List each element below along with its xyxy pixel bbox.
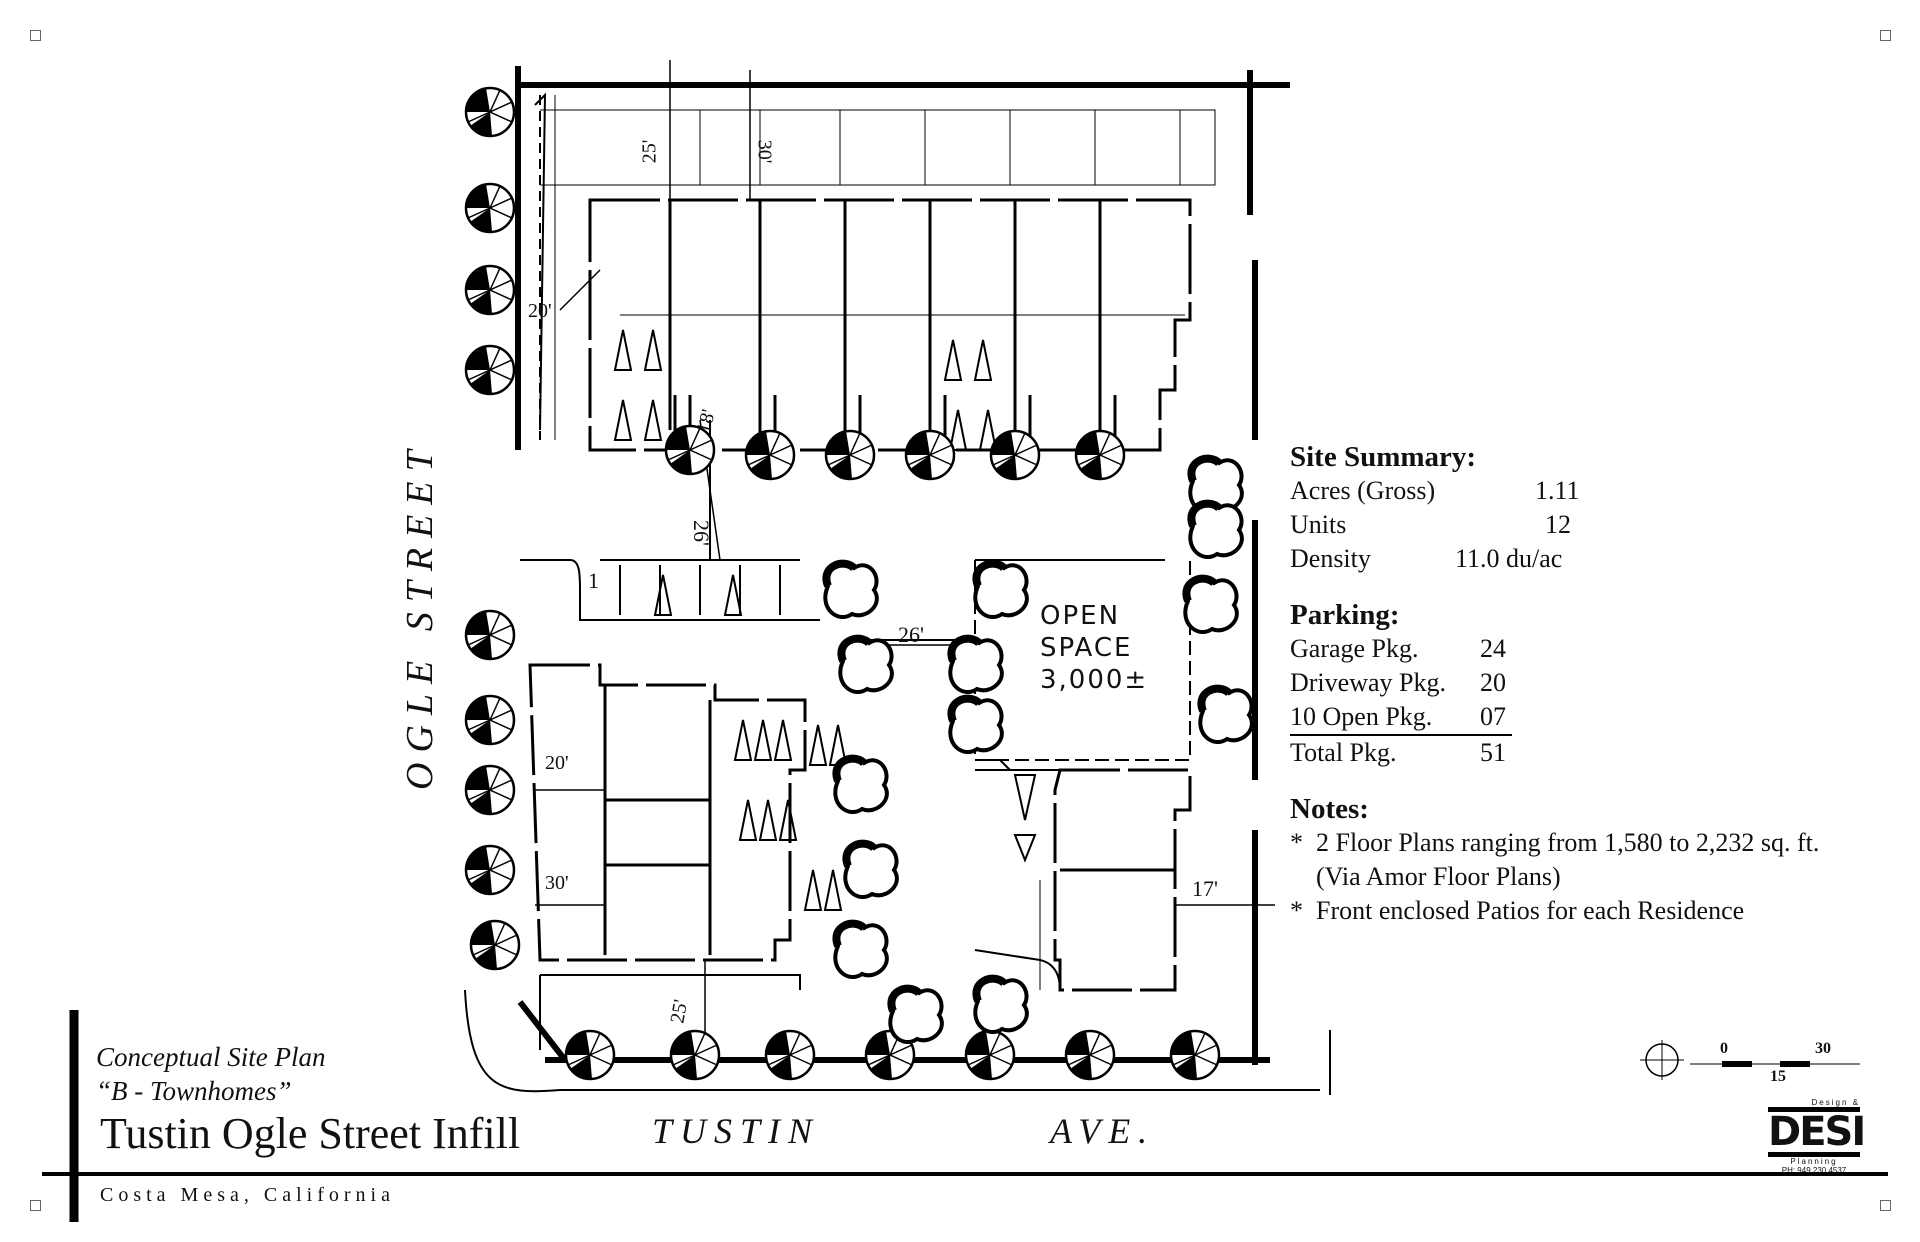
corner-mark-bottom-left [30, 1200, 41, 1211]
parking-label: 10 Open Pkg. [1290, 702, 1433, 731]
corner-mark-top-left [30, 30, 41, 41]
street-name-ave: AVE. [1050, 1111, 1156, 1151]
parking-row: 10 Open Pkg. 07 [1290, 700, 1512, 736]
parking-value: 20 [1480, 668, 1506, 697]
scale-bar [1690, 1061, 1860, 1067]
parking-row: Driveway Pkg. 20 [1290, 666, 1910, 700]
corner-mark-bottom-right [1880, 1200, 1891, 1211]
logo-phone: PH: 949.230.4537 [1781, 1166, 1847, 1175]
summary-value: 1.11 [1535, 476, 1580, 505]
parking-total-row: Total Pkg. 51 [1290, 736, 1910, 770]
site-summary-panel: Site Summary: Acres (Gross) 1.11 Units 1… [1290, 440, 1910, 928]
scale-label-15: 15 [1770, 1068, 1786, 1085]
parking-label: Driveway Pkg. [1290, 668, 1446, 697]
logo-design-text: Design & [1811, 1098, 1860, 1107]
dim-20-upper: 20' [528, 300, 552, 322]
plan-subtitle: Conceptual Site Plan [96, 1042, 326, 1072]
summary-label: Density [1290, 544, 1371, 573]
summary-value: 11.0 du/ac [1455, 544, 1563, 573]
summary-label: Acres (Gross) [1290, 476, 1436, 505]
open-space-label: OPEN SPACE 3,000± [1040, 601, 1149, 695]
parking-label: Total Pkg. [1290, 738, 1397, 767]
parking-space-number: 1 [588, 568, 599, 593]
scale-label-0: 0 [1720, 1040, 1728, 1057]
summary-label: Units [1290, 510, 1347, 539]
project-location: Costa Mesa, California [100, 1184, 395, 1206]
corner-mark-top-right [1880, 30, 1891, 41]
scale-label-30: 30 [1815, 1040, 1831, 1057]
north-arrow-icon [1640, 1040, 1684, 1080]
parking-label: Garage Pkg. [1290, 634, 1419, 663]
logo-mark: DESI [1768, 1107, 1866, 1157]
firm-logo: Design & DESI Planning PH: 949.230.4537 [1768, 1098, 1866, 1175]
parking-row: Garage Pkg. 24 [1290, 632, 1910, 666]
summary-value: 12 [1545, 510, 1571, 539]
note-item: (Via Amor Floor Plans) [1290, 862, 1561, 891]
site-summary-title: Site Summary: [1290, 441, 1477, 473]
note-item: * Front enclosed Patios for each Residen… [1290, 896, 1745, 925]
logo-planning-text: Planning [1790, 1157, 1838, 1166]
note-item: * 2 Floor Plans ranging from 1,580 to 2,… [1290, 828, 1820, 857]
dim-26-horizontal: 26' [898, 622, 924, 647]
project-title: Tustin Ogle Street Infill [100, 1109, 521, 1158]
plan-type: “B - Townhomes” [96, 1076, 292, 1106]
summary-row: Units 12 [1290, 508, 1910, 542]
notes-title: Notes: [1290, 793, 1369, 825]
dim-17: 17' [1192, 876, 1218, 901]
parking-value: 07 [1480, 702, 1506, 731]
parking-title: Parking: [1290, 599, 1400, 631]
dim-30-lower: 30' [545, 872, 569, 894]
summary-row: Acres (Gross) 1.11 [1290, 474, 1910, 508]
dim-20-lower: 20' [545, 752, 569, 774]
parking-value: 51 [1480, 738, 1506, 767]
parking-value: 24 [1480, 634, 1506, 663]
street-name-tustin: TUSTIN [652, 1111, 821, 1151]
summary-row: Density 11.0 du/ac [1290, 542, 1910, 576]
